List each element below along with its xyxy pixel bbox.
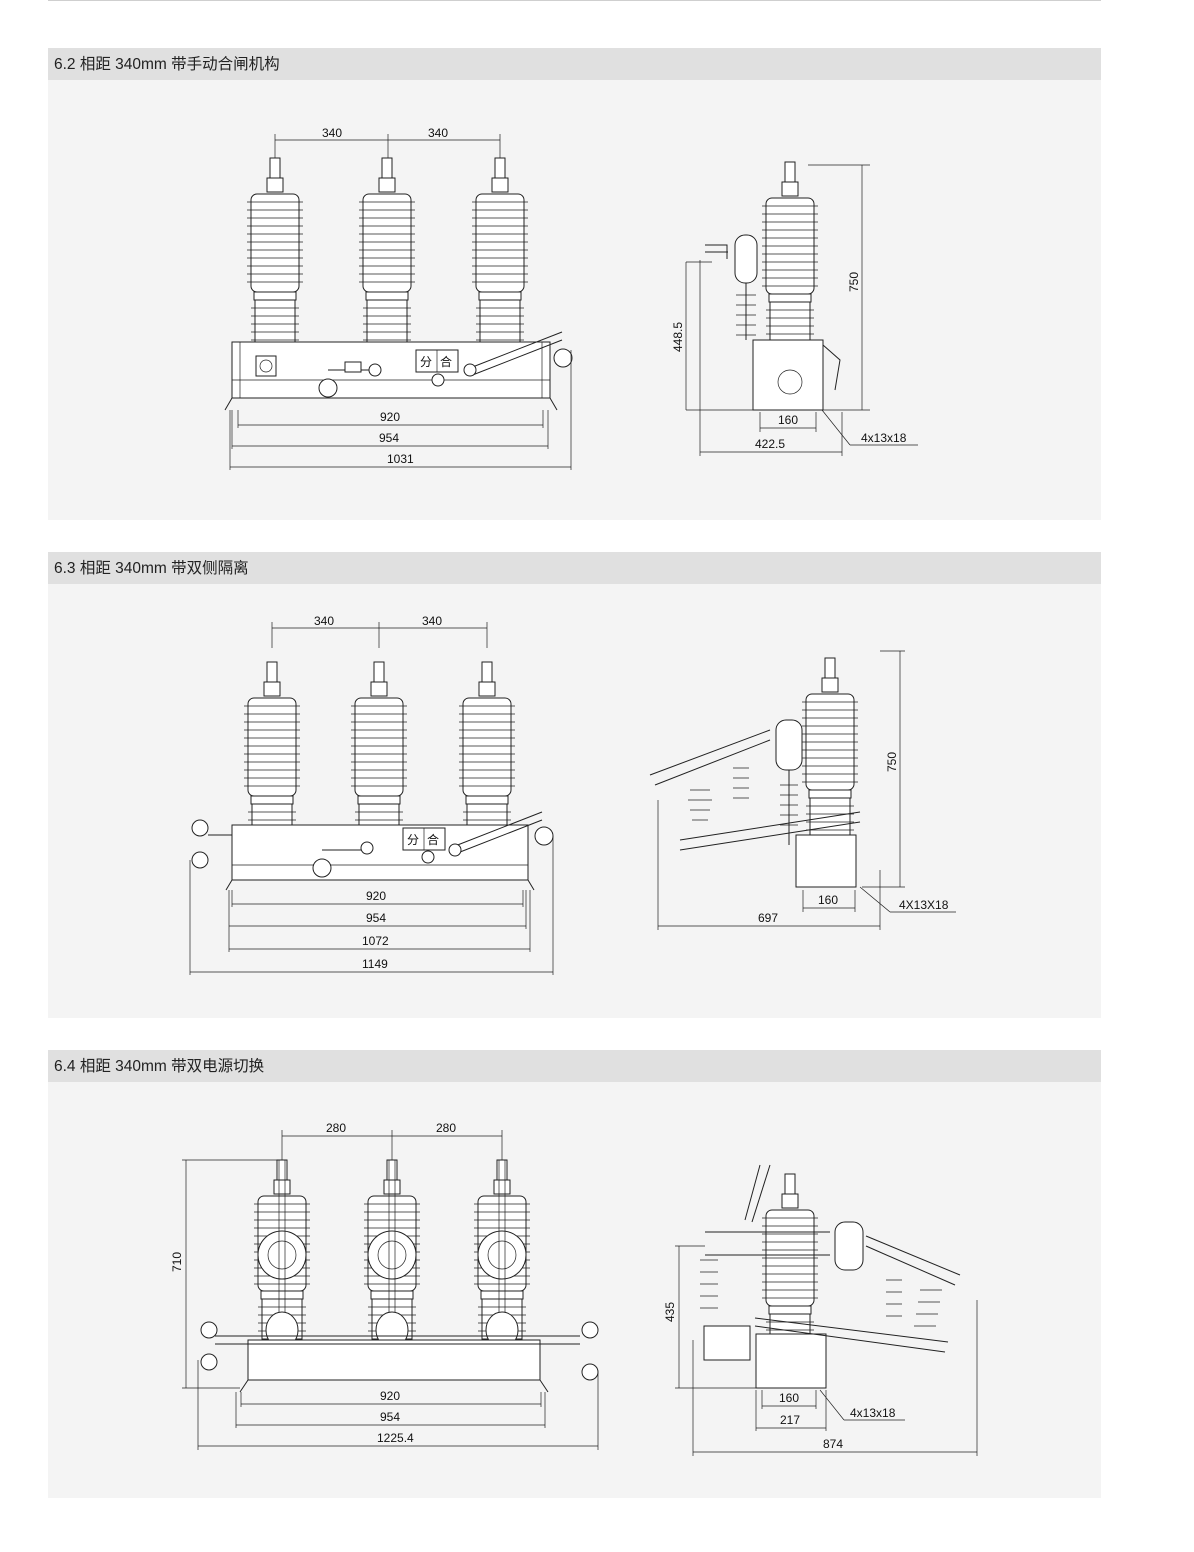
dim-side-base: 160 (778, 413, 798, 427)
top-rule (48, 0, 1101, 1)
handle-grip (534, 826, 554, 846)
dim-side-height: 435 (663, 1302, 677, 1322)
open-label: 分 (420, 355, 432, 369)
dim-width-1225: 1225.4 (377, 1431, 414, 1445)
section-6-2: 6.2 相距 340mm 带手动合闸机构 分 合 (48, 48, 1101, 520)
dim-width-954: 954 (380, 1410, 400, 1424)
insulator-side (802, 657, 858, 871)
dim-side-hinge: 448.5 (671, 322, 685, 352)
side-mechanism (795, 834, 857, 888)
ct-housing (734, 234, 758, 284)
aux-drive (703, 1325, 751, 1361)
side-view: 750 160 697 4X13X18 (649, 650, 956, 930)
insulator-phase-c (472, 157, 528, 371)
side-mechanism (752, 339, 824, 411)
drawing-6-4: 280 280 710 920 954 1225.4 (170, 1121, 978, 1456)
section-title: 6.3 相距 340mm 带双侧隔离 (48, 552, 1101, 584)
section-title: 6.4 相距 340mm 带双电源切换 (48, 1050, 1101, 1082)
dim-side-base: 160 (779, 1391, 799, 1405)
dim-width-1072: 1072 (362, 934, 389, 948)
dim-side-hole: 4x13x18 (850, 1406, 896, 1420)
section-6-3: 6.3 相距 340mm 带双侧隔离 分 合 (48, 552, 1101, 1018)
drawing-6-2: 分 合 340 340 920 (224, 126, 918, 470)
dim-front-height: 710 (170, 1252, 184, 1272)
handle-pivot (463, 363, 477, 377)
front-view: 分 合 340 340 920 (224, 126, 573, 470)
dim-width-920: 920 (380, 410, 400, 424)
crank-wheel (318, 378, 338, 398)
dim-pitch-1: 280 (326, 1121, 346, 1135)
dim-side-depth: 422.5 (755, 437, 785, 451)
dim-width-1031: 1031 (387, 452, 414, 466)
mechanism-box (231, 341, 551, 399)
dim-side-height: 750 (885, 752, 899, 772)
dim-width-920: 920 (366, 889, 386, 903)
socket (255, 355, 277, 377)
section-title: 6.2 相距 340mm 带手动合闸机构 (48, 48, 1101, 80)
drawing-6-3: 分 合 340 340 (189, 614, 956, 975)
mechanism-box (231, 824, 529, 881)
dim-width-954: 954 (366, 911, 386, 925)
handle-pivot (448, 843, 462, 857)
front-view: 分 合 340 340 (189, 614, 554, 975)
dim-pitch-2: 340 (428, 126, 448, 140)
front-view: 280 280 710 920 954 1225.4 (170, 1121, 599, 1450)
section-6-4: 6.4 相距 340mm 带双电源切换 280 280 710 (48, 1050, 1101, 1498)
dim-side-height: 750 (847, 272, 861, 292)
dim-width-920: 920 (380, 1389, 400, 1403)
dim-width-1149: 1149 (362, 957, 388, 971)
side-view: 750 448.5 160 422.5 4x13x18 (671, 161, 918, 456)
close-label: 合 (427, 832, 439, 847)
right-handle (581, 1321, 599, 1339)
handle-grip (553, 348, 573, 368)
side-mechanism (755, 1333, 827, 1389)
dim-side-mid: 217 (780, 1413, 800, 1427)
insulator-phase-c (474, 1159, 530, 1349)
dim-pitch-1: 340 (314, 614, 334, 628)
dim-pitch-2: 280 (436, 1121, 456, 1135)
dim-pitch-1: 340 (322, 126, 342, 140)
dim-side-hole: 4x13x18 (861, 431, 907, 445)
dim-side-depth: 874 (823, 1437, 843, 1451)
dim-side-base: 160 (818, 893, 838, 907)
insulator-phase-b (359, 157, 415, 371)
insulator-phase-b (364, 1159, 420, 1349)
insulator-phase-a (247, 157, 303, 371)
side-view: 435 160 217 874 4x13x18 (663, 1164, 978, 1456)
dim-width-954: 954 (379, 431, 399, 445)
insulator-phase-a (254, 1159, 310, 1349)
open-label: 分 (407, 833, 419, 847)
ct-housing (834, 1221, 864, 1271)
left-isolator-handle (191, 819, 209, 837)
mechanism-box (247, 1339, 541, 1381)
dim-side-depth: 697 (758, 911, 778, 925)
close-label: 合 (440, 354, 452, 369)
dim-pitch-2: 340 (422, 614, 442, 628)
crank-wheel (312, 858, 332, 878)
left-handle (200, 1321, 218, 1339)
ct-housing (775, 719, 803, 771)
dim-side-hole: 4X13X18 (899, 898, 949, 912)
